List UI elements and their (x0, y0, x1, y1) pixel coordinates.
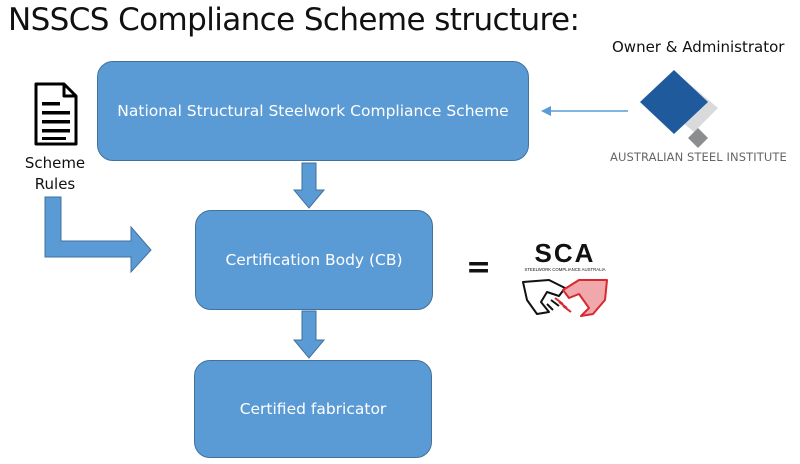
owner-administrator-label: Owner & Administrator (612, 38, 785, 56)
page-title: NSSCS Compliance Scheme structure: (8, 2, 580, 38)
nsscs-label: National Structural Steelwork Compliance… (117, 102, 509, 120)
asi-org-label: AUSTRALIAN STEEL INSTITUTE (610, 150, 787, 164)
sca-logo-subtitle: STEELWORK COMPLIANCE AUSTRALIA (524, 267, 605, 272)
arrow-rules-to-cb (44, 196, 152, 274)
nsscs-box: National Structural Steelwork Compliance… (97, 61, 529, 161)
certification-body-label: Certification Body (CB) (225, 251, 403, 269)
certified-fabricator-box: Certified fabricator (194, 360, 432, 458)
arrow-cb-to-fabricator (292, 310, 326, 359)
scheme-rules-label: Scheme Rules (24, 154, 86, 193)
arrow-nsscs-to-cb (292, 162, 326, 209)
sca-logo: SCA STEELWORK COMPLIANCE AUSTRALIA (522, 240, 608, 317)
equals-sign: = (466, 250, 492, 285)
document-icon (34, 82, 78, 146)
certified-fabricator-label: Certified fabricator (239, 400, 387, 418)
certification-body-box: Certification Body (CB) (195, 210, 433, 310)
sca-logo-text: SCA (535, 240, 596, 268)
asi-logo (640, 70, 718, 148)
